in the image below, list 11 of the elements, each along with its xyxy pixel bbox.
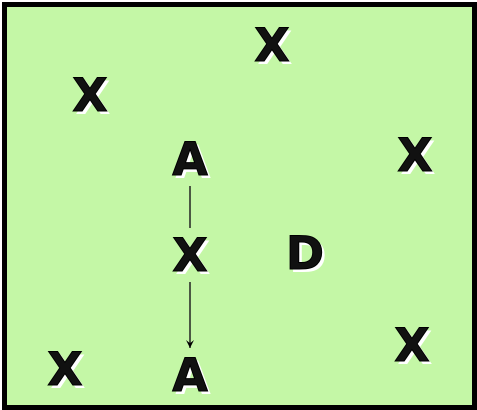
player-marker: X xyxy=(247,18,297,72)
player-marker: X xyxy=(387,318,437,372)
player-marker: X xyxy=(65,68,115,122)
player-marker: X xyxy=(165,228,215,282)
connector-line xyxy=(189,186,191,228)
player-marker: A xyxy=(165,348,215,402)
player-marker: A xyxy=(165,132,215,186)
player-marker: D xyxy=(280,226,330,280)
player-marker: X xyxy=(40,342,90,396)
player-marker: X xyxy=(390,128,440,182)
arrow xyxy=(186,282,194,348)
